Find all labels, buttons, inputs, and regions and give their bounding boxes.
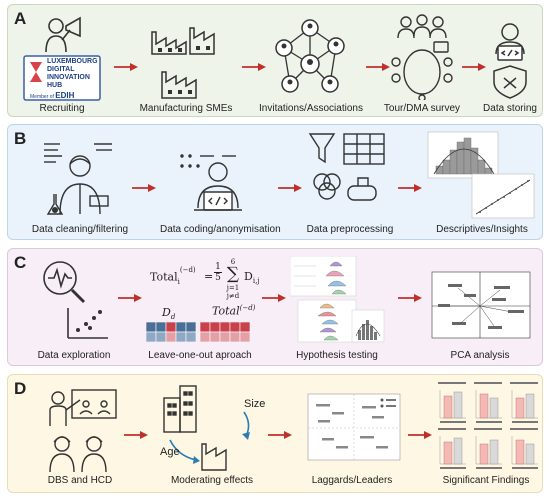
total-label: Total(−d) (212, 304, 256, 318)
step-significant-findings: Significant Findings (442, 475, 530, 486)
preprocessing-icon (308, 130, 392, 218)
leave-one-out-formula: Totali(−d) = 1 5 6 ∑ j=1 j≠d Di,j (150, 258, 260, 300)
hypothesis-plot-icon (290, 256, 386, 344)
meeting-icon (384, 14, 460, 100)
panel-letter: D (14, 379, 27, 398)
moderator-age: Age (160, 446, 180, 458)
arrow-right-icon (242, 62, 266, 72)
step-pca-analysis: PCA analysis (450, 350, 510, 361)
arrow-right-icon (132, 183, 156, 193)
scientist-icon (40, 138, 120, 218)
exploration-icon (38, 258, 110, 342)
arrow-right-icon (114, 62, 138, 72)
programmer-icon (176, 148, 258, 218)
step-descriptives: Descriptives/Insights (436, 224, 528, 235)
edih-logo-text: LUXEMBOURG DIGITAL INNOVATION HUB (47, 58, 98, 89)
arrow-right-icon (366, 62, 390, 72)
factory-icon (146, 14, 226, 100)
arrow-right-icon (462, 62, 486, 72)
step-manufacturing-smes: Manufacturing SMEs (139, 103, 233, 114)
moderator-size: Size (244, 398, 266, 410)
step-tour-dma-survey: Tour/DMA survey (383, 103, 461, 114)
dd-label: Dd (162, 306, 176, 322)
significant-findings-icon (436, 380, 540, 472)
descriptives-chart-icon (426, 130, 538, 220)
step-data-exploration: Data exploration (37, 350, 111, 361)
moderating-effects-icon (156, 380, 268, 472)
arrow-right-icon (398, 183, 422, 193)
data-storing-icon (482, 20, 538, 100)
panel-letter: B (14, 129, 27, 148)
dd-cells (146, 322, 196, 342)
step-data-cleaning: Data cleaning/filtering (31, 224, 129, 235)
arrow-right-icon (124, 430, 148, 440)
arrow-right-icon (398, 293, 422, 303)
step-data-coding: Data coding/anonymisation (160, 224, 281, 235)
panel-letter: A (14, 9, 27, 28)
arrow-right-icon (278, 183, 302, 193)
laggards-leaders-plot-icon (302, 392, 402, 468)
step-moderating-effects: Moderating effects (170, 475, 254, 486)
step-recruiting: Recruiting (39, 103, 85, 114)
arrow-right-icon (408, 430, 432, 440)
edih-member: Member of EDIH (30, 91, 75, 100)
step-leave-one-out: Leave-one-out aproach (148, 350, 252, 361)
arrow-right-icon (268, 430, 292, 440)
step-data-preprocessing: Data preprocessing (306, 224, 394, 235)
step-dbs-hcd: DBS and HCD (47, 475, 113, 486)
step-laggards-leaders: Laggards/Leaders (311, 475, 393, 486)
training-icon (40, 386, 120, 476)
step-data-storing: Data storing (483, 103, 537, 114)
panel-d: D (7, 374, 543, 493)
network-icon (270, 16, 350, 96)
total-cells (200, 322, 250, 342)
arrow-right-icon (262, 293, 286, 303)
step-hypothesis-testing: Hypothesis testing (296, 350, 378, 361)
pca-biplot-icon (428, 270, 532, 342)
step-invitations: Invitations/Associations (259, 103, 363, 114)
arrow-right-icon (118, 293, 142, 303)
recruiting-icon (22, 12, 102, 102)
panel-letter: C (14, 253, 27, 272)
